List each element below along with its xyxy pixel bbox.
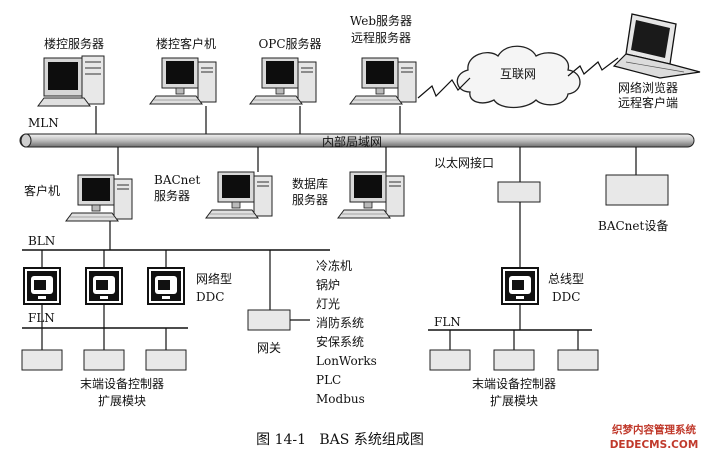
- gateway-box: [247, 309, 291, 331]
- internet-cloud: [456, 45, 581, 109]
- bacnet-server-icon: [205, 171, 273, 219]
- terminal-box-left-3: [145, 349, 187, 371]
- terminal-box-right-2: [493, 349, 535, 371]
- bacnet-device-box: [605, 174, 669, 206]
- subsystem-item: 锅炉: [316, 277, 340, 292]
- terminal-box-right-1: [429, 349, 471, 371]
- ethernet-if-label: 以太网接口: [434, 155, 494, 170]
- bldg-ctrl-server-icon: [37, 55, 105, 107]
- network-ddc-icon: [147, 267, 185, 305]
- bldg-ctrl-client-label: 楼控客户机: [156, 36, 216, 51]
- subsystem-item: PLC: [316, 373, 341, 387]
- watermark: 织梦内容管理系统 DEDECMS.COM: [602, 420, 708, 452]
- subsystem-item: 冷冻机: [316, 258, 352, 273]
- terminal-box-left-2: [83, 349, 125, 371]
- terminal-right-label-2: 扩展模块: [490, 394, 538, 408]
- bacnet-device-label: BACnet设备: [598, 219, 668, 233]
- bus-ddc-label-2: DDC: [552, 290, 580, 304]
- web-server-icon: [349, 57, 417, 105]
- fln-right-label: FLN: [434, 315, 461, 329]
- gateway-label: 网关: [257, 341, 281, 355]
- terminal-left-label-2: 扩展模块: [98, 394, 146, 408]
- bln-label: BLN: [28, 234, 55, 248]
- mln-label: MLN: [28, 116, 59, 130]
- terminal-box-right-3: [557, 349, 599, 371]
- lan-label: 内部局域网: [322, 134, 382, 149]
- web-server-label-2: 远程服务器: [351, 30, 411, 45]
- db-server-label-1: 数据库: [292, 176, 328, 191]
- ethernet-if-box: [497, 181, 541, 203]
- figure-caption: 图 14-1 BAS 系统组成图: [256, 432, 424, 448]
- internet-label: 互联网: [500, 67, 536, 81]
- ddc-icon-2: [85, 267, 123, 305]
- web-server-label-1: Web服务器: [350, 13, 412, 28]
- terminal-box-left-1: [21, 349, 63, 371]
- client-label: 客户机: [24, 183, 60, 198]
- opc-server-label: OPC服务器: [258, 36, 321, 51]
- browser-label-2: 远程客户端: [618, 95, 678, 110]
- bacnet-server-label-2: 服务器: [154, 188, 190, 203]
- bldg-ctrl-server-label: 楼控服务器: [44, 36, 104, 51]
- watermark-line-1: 织梦内容管理系统: [612, 423, 696, 436]
- network-ddc-label-1: 网络型: [196, 271, 232, 286]
- internet-to-browser-link: [567, 57, 619, 77]
- laptop-icon: [612, 13, 701, 79]
- client-icon: [65, 174, 133, 222]
- bacnet-server-label-1: BACnet: [154, 173, 200, 187]
- subsystem-item: Modbus: [316, 392, 365, 406]
- fln-left-label: FLN: [28, 311, 55, 325]
- browser-label-1: 网络浏览器: [618, 80, 678, 95]
- bus-ddc-icon: [501, 267, 539, 305]
- subsystem-item: 灯光: [316, 297, 340, 311]
- bldg-ctrl-client-icon: [149, 57, 217, 105]
- watermark-line-2: DEDECMS.COM: [610, 439, 699, 451]
- db-server-icon: [337, 171, 405, 219]
- terminal-right-label-1: 末端设备控制器: [472, 377, 556, 391]
- subsystem-item: 消防系统: [316, 315, 364, 330]
- ddc-icon-1: [23, 267, 61, 305]
- db-server-label-2: 服务器: [292, 192, 328, 207]
- opc-server-icon: [249, 57, 317, 105]
- subsystem-item: LonWorks: [316, 354, 377, 368]
- web-to-internet-link: [417, 77, 471, 99]
- terminal-left-label-1: 末端设备控制器: [80, 377, 164, 391]
- bus-ddc-label-1: 总线型: [548, 272, 584, 286]
- network-ddc-label-2: DDC: [196, 290, 224, 304]
- lan-backbone-pipe: [19, 133, 695, 148]
- subsystem-item: 安保系统: [316, 334, 364, 349]
